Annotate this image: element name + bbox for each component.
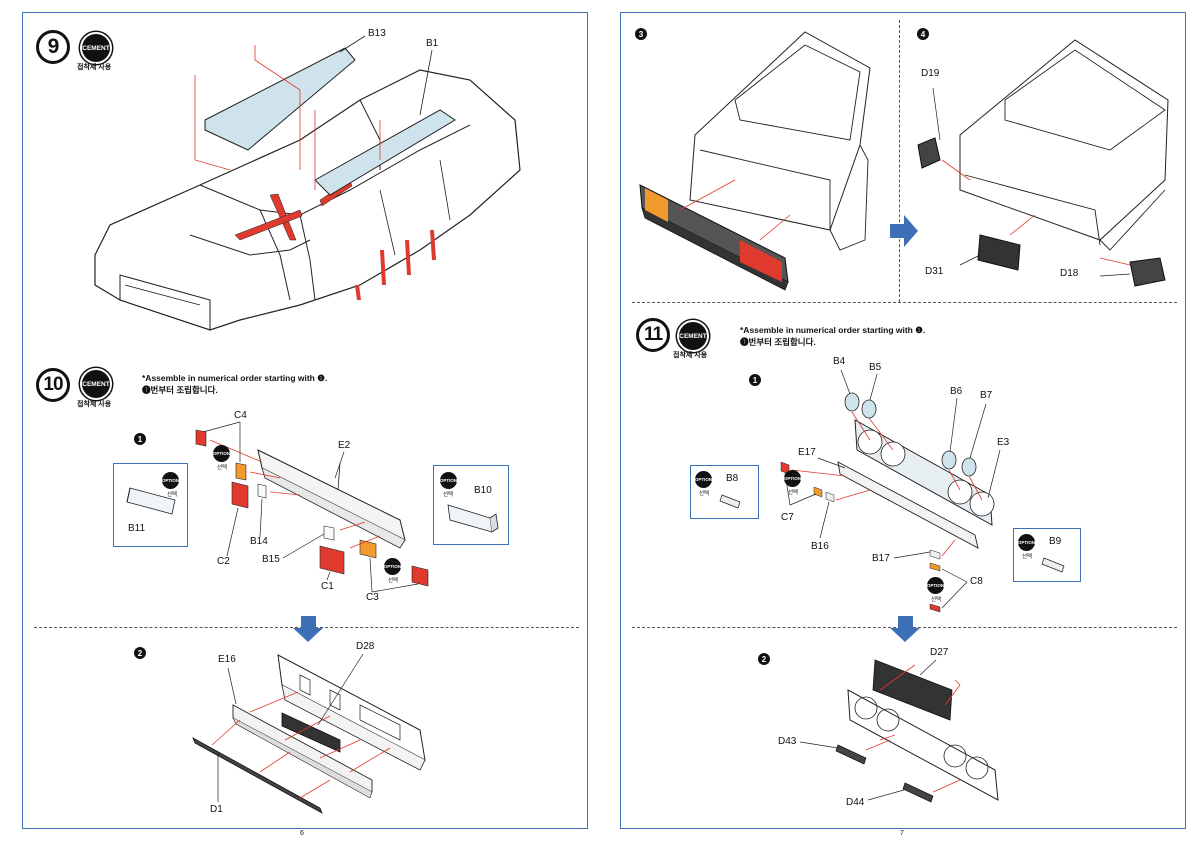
label-d18: D18 (1060, 268, 1079, 279)
option-icon: OPTION (695, 471, 712, 488)
label-d27: D27 (930, 647, 949, 658)
cement-icon: CEMENT (677, 320, 709, 352)
option-caption: 선택 (788, 490, 799, 496)
sub-step-4-icon: 4 (917, 28, 929, 40)
cement-caption: 접착제 사용 (77, 64, 112, 71)
label-b5: B5 (869, 362, 882, 373)
vertical-divider (899, 20, 900, 302)
label-d1: D1 (210, 804, 223, 815)
option-caption: 선택 (443, 492, 454, 498)
option-caption: 선택 (1022, 554, 1033, 560)
step-11-number: 11 (636, 318, 670, 352)
label-c7: C7 (781, 512, 794, 523)
bumper-lights-illustration (195, 421, 429, 593)
option-caption: 선택 (167, 492, 178, 498)
label-d31: D31 (925, 266, 944, 277)
assembly-note-ko: ❶번부터 조립합니다. (740, 337, 816, 347)
label-e17: E17 (798, 447, 816, 458)
option-icon: OPTION (213, 445, 230, 462)
right-page-frame (620, 12, 1186, 829)
label-b7: B7 (980, 390, 993, 401)
option-caption: 선택 (931, 597, 942, 603)
label-b10: B10 (474, 485, 492, 496)
assembly-note-en: *Assemble in numerical order starting wi… (740, 325, 926, 335)
section-divider (632, 302, 1177, 303)
sub-step-3-icon: 3 (635, 28, 647, 40)
label-b4: B4 (833, 356, 846, 367)
cement-caption: 접착제 사용 (673, 352, 708, 359)
option-caption: 선택 (699, 491, 710, 497)
option-icon: OPTION (162, 472, 179, 489)
step-9-number: 9 (36, 30, 70, 64)
part-b11-illustration (126, 487, 176, 515)
label-d44: D44 (846, 797, 865, 808)
label-e16: E16 (218, 654, 236, 665)
label-e3: E3 (997, 437, 1010, 448)
sub-step-1-icon: 1 (134, 433, 146, 445)
assembly-note-en: *Assemble in numerical order starting wi… (142, 373, 328, 383)
step-10-number: 10 (36, 368, 70, 402)
label-d28: D28 (356, 641, 375, 652)
label-b14: B14 (250, 536, 268, 547)
label-b13: B13 (368, 28, 386, 39)
down-arrow-icon (293, 616, 323, 642)
option-icon: OPTION (384, 558, 401, 575)
part-b10-illustration (447, 504, 499, 533)
label-c8: C8 (970, 576, 983, 587)
option-icon: OPTION (440, 472, 457, 489)
label-b15: B15 (262, 554, 280, 565)
label-c1: C1 (321, 581, 334, 592)
label-b17: B17 (872, 553, 890, 564)
label-b1: B1 (426, 38, 439, 49)
label-d19: D19 (921, 68, 940, 79)
label-c2: C2 (217, 556, 230, 567)
page-number: 6 (300, 830, 304, 837)
label-c3: C3 (366, 592, 379, 603)
label-b16: B16 (811, 541, 829, 552)
option-icon: OPTION (784, 470, 801, 487)
label-c4: C4 (234, 410, 247, 421)
cement-icon: CEMENT (80, 32, 112, 64)
cement-icon: CEMENT (80, 368, 112, 400)
sub-step-2-icon: 2 (134, 647, 146, 659)
car-body-illustration (94, 35, 521, 331)
page-number: 7 (900, 830, 904, 837)
label-b9: B9 (1049, 536, 1062, 547)
label-e2: E2 (338, 440, 351, 451)
sub-step-1-icon: 1 (749, 374, 761, 386)
sub-step-2-icon: 2 (758, 653, 770, 665)
label-b11: B11 (128, 523, 146, 534)
option-caption: 선택 (388, 578, 399, 584)
option-icon: OPTION (1018, 534, 1035, 551)
option-icon: OPTION (927, 577, 944, 594)
left-page-frame (22, 12, 588, 829)
assembly-note-ko: ❶번부터 조립합니다. (142, 385, 218, 395)
label-d43: D43 (778, 736, 797, 747)
option-caption: 선택 (217, 465, 228, 471)
rear-panel-illustration (192, 653, 426, 814)
label-b8: B8 (726, 473, 739, 484)
label-b6: B6 (950, 386, 963, 397)
cement-caption: 접착제 사용 (77, 401, 112, 408)
